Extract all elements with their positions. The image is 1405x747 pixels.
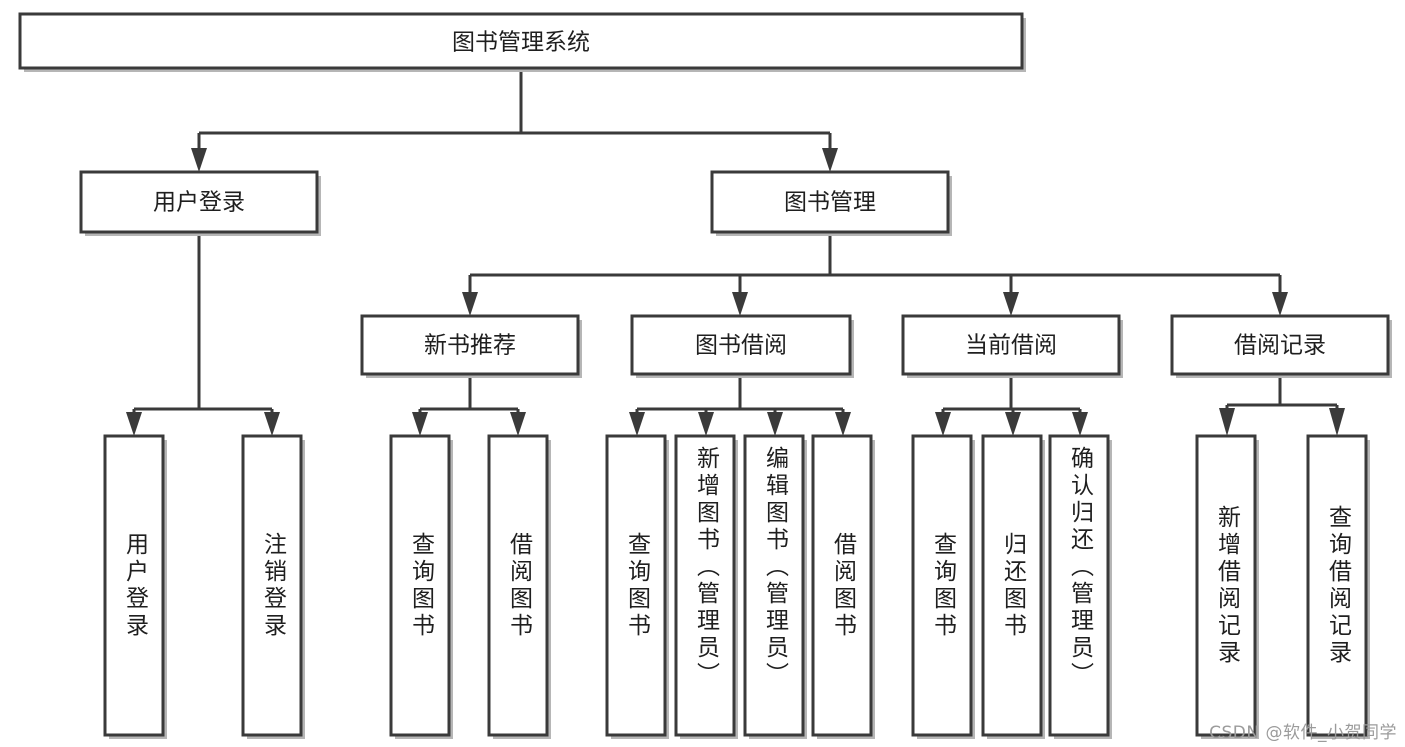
leaf-current-borrow-1-box xyxy=(911,434,973,737)
arrow-currentborrow-leaf-1-icon xyxy=(935,412,951,436)
node-user-login-label: 用户登录 xyxy=(153,190,245,216)
leaf-borrow-record-1-label: 新增借阅记录 xyxy=(1213,504,1240,667)
arrow-bookborrow-leaf-4-icon xyxy=(835,412,851,436)
arrow-to-newbook-icon xyxy=(462,292,478,316)
node-book-borrow-box xyxy=(630,314,852,376)
node-current-borrow[interactable]: 当前借阅 xyxy=(901,314,1123,378)
arrow-bookborrow-leaf-3-icon xyxy=(767,412,783,436)
arrow-newbook-leaf-1-icon xyxy=(412,412,428,436)
leaf-new-book-2-label-wrap: 借阅图书 xyxy=(505,531,532,640)
leaf-user-login-2-label-wrap: 注销登录 xyxy=(259,531,286,640)
leaf-new-book-2[interactable]: 借阅图书 xyxy=(487,434,551,739)
node-borrow-record-box xyxy=(1170,314,1390,376)
arrow-bookborrow-leaf-1-icon xyxy=(629,412,645,436)
leaf-user-login-1-label: 用户登录 xyxy=(121,531,148,640)
node-current-borrow-box xyxy=(901,314,1121,376)
node-book-manage-box xyxy=(710,170,950,234)
leaf-borrow-record-2[interactable]: 查询借阅记录 xyxy=(1306,434,1370,739)
node-user-login[interactable]: 用户登录 xyxy=(79,170,321,236)
leaf-new-book-1[interactable]: 查询图书 xyxy=(389,434,453,739)
leaf-book-borrow-1-label-wrap: 查询图书 xyxy=(623,531,650,640)
node-borrow-record[interactable]: 借阅记录 xyxy=(1170,314,1392,378)
leaf-borrow-record-2-label: 查询借阅记录 xyxy=(1324,504,1351,667)
leaf-current-borrow-3-label-wrap: 确认归还（管理员） xyxy=(1066,446,1093,689)
node-new-book-recommend-label: 新书推荐 xyxy=(424,333,516,359)
node-current-borrow-label: 当前借阅 xyxy=(965,333,1057,359)
leaf-book-borrow-4-label: 借阅图书 xyxy=(829,531,856,640)
leaf-book-borrow-1[interactable]: 查询图书 xyxy=(605,434,669,739)
leaf-book-borrow-3-label-wrap: 编辑图书（管理员） xyxy=(761,446,788,689)
leaf-book-borrow-4-box xyxy=(811,434,873,737)
leaf-current-borrow-3-box xyxy=(1048,434,1110,737)
node-new-book-recommend[interactable]: 新书推荐 xyxy=(360,314,582,378)
leaf-book-borrow-1-box xyxy=(605,434,667,737)
leaf-current-borrow-1-label-wrap: 查询图书 xyxy=(929,531,956,640)
leaf-current-borrow-1-label: 查询图书 xyxy=(929,531,956,640)
leaf-borrow-record-1-label-wrap: 新增借阅记录 xyxy=(1213,504,1240,667)
leaf-book-borrow-3-label: 编辑图书（管理员） xyxy=(761,446,788,689)
connector-layer xyxy=(126,68,1345,436)
arrow-currentborrow-leaf-3-icon xyxy=(1072,412,1088,436)
leaf-borrow-record-2-box xyxy=(1306,434,1368,737)
leaf-book-borrow-4-label-wrap: 借阅图书 xyxy=(829,531,856,640)
leaf-book-borrow-1-label: 查询图书 xyxy=(623,531,650,640)
node-book-borrow-label: 图书借阅 xyxy=(695,333,787,359)
node-new-book-recommend-box xyxy=(360,314,580,376)
arrow-newbook-leaf-2-icon xyxy=(510,412,526,436)
leaf-current-borrow-2-label-wrap: 归还图书 xyxy=(999,531,1026,640)
arrow-userlogin-leaf-2-icon xyxy=(264,412,280,436)
leaf-book-borrow-2-label: 新增图书（管理员） xyxy=(692,446,719,689)
arrow-borrowrecord-leaf-1-icon xyxy=(1219,408,1235,436)
arrow-currentborrow-leaf-2-icon xyxy=(1005,412,1021,436)
node-root-label: 图书管理系统 xyxy=(452,30,590,56)
leaf-book-borrow-3[interactable]: 编辑图书（管理员） xyxy=(743,434,807,739)
arrow-to-user-login-icon xyxy=(191,148,207,172)
leaf-current-borrow-2-box xyxy=(981,434,1043,737)
leaf-user-login-2-label: 注销登录 xyxy=(259,531,286,640)
node-book-borrow[interactable]: 图书借阅 xyxy=(630,314,854,378)
leaf-book-borrow-3-box xyxy=(743,434,805,737)
leaf-book-borrow-2-label-wrap: 新增图书（管理员） xyxy=(692,446,719,689)
leaf-user-login-2-box xyxy=(241,434,303,737)
leaf-new-book-1-box xyxy=(389,434,451,737)
leaf-book-borrow-2-box xyxy=(674,434,736,737)
leaf-new-book-2-box xyxy=(487,434,549,737)
node-book-manage-label: 图书管理 xyxy=(784,190,876,216)
leaf-borrow-record-1-box xyxy=(1195,434,1257,737)
node-borrow-record-label: 借阅记录 xyxy=(1234,333,1326,359)
leaf-new-book-1-label-wrap: 查询图书 xyxy=(407,531,434,640)
leaf-current-borrow-2[interactable]: 归还图书 xyxy=(981,434,1045,739)
leaf-current-borrow-2-label: 归还图书 xyxy=(999,531,1026,640)
leaf-user-login-1-box xyxy=(103,434,165,737)
arrow-borrowrecord-leaf-2-icon xyxy=(1329,408,1345,436)
arrow-bookborrow-leaf-2-icon xyxy=(698,412,714,436)
leaf-borrow-record-2-label-wrap: 查询借阅记录 xyxy=(1324,504,1351,667)
leaf-new-book-1-label: 查询图书 xyxy=(407,531,434,640)
node-book-manage[interactable]: 图书管理 xyxy=(710,170,952,236)
leaf-book-borrow-2[interactable]: 新增图书（管理员） xyxy=(674,434,738,739)
node-root-box xyxy=(18,12,1024,70)
arrow-to-bookborrow-icon xyxy=(732,292,748,316)
arrow-to-borrowrecord-icon xyxy=(1272,292,1288,316)
leaf-user-login-1-label-wrap: 用户登录 xyxy=(121,531,148,640)
leaf-current-borrow-3-label: 确认归还（管理员） xyxy=(1066,446,1093,689)
leaf-current-borrow-1[interactable]: 查询图书 xyxy=(911,434,975,739)
leaf-new-book-2-label: 借阅图书 xyxy=(505,531,532,640)
arrow-to-currentborrow-icon xyxy=(1003,292,1019,316)
leaf-current-borrow-3[interactable]: 确认归还（管理员） xyxy=(1048,434,1112,739)
leaf-user-login-1[interactable]: 用户登录 xyxy=(103,434,167,739)
node-root[interactable]: 图书管理系统 xyxy=(18,12,1026,72)
arrow-to-book-manage-icon xyxy=(822,148,838,172)
arrow-userlogin-leaf-1-icon xyxy=(126,412,142,436)
leaf-user-login-2[interactable]: 注销登录 xyxy=(241,434,305,739)
leaf-book-borrow-4[interactable]: 借阅图书 xyxy=(811,434,875,739)
leaf-borrow-record-1[interactable]: 新增借阅记录 xyxy=(1195,434,1259,739)
node-user-login-box xyxy=(79,170,319,234)
